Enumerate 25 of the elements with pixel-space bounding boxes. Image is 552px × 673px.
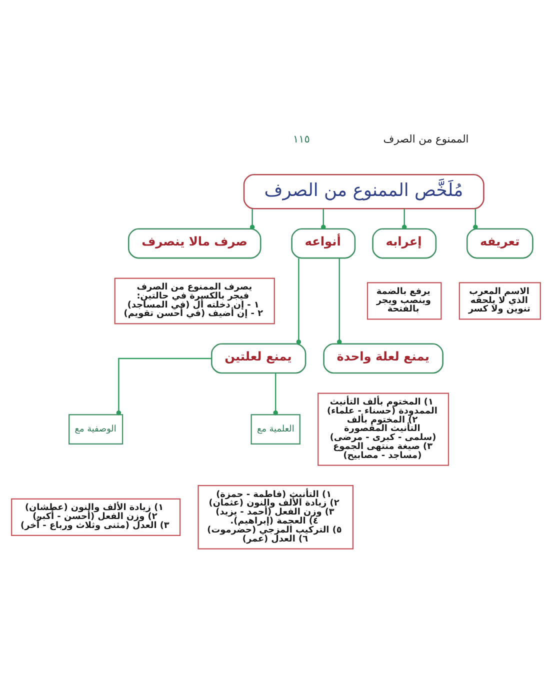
node-box: ١) المختوم بألف التأنيث الممدودة (حسناء - علماء) ٢) المختوم بألف التأنيث المقصورة (سلمى - كبرى - مرضى) ٣) صيغة منتهى الجموع (مساجد - مصابيح) xyxy=(318,392,450,466)
connector xyxy=(296,258,302,344)
connector xyxy=(116,357,212,415)
connector xyxy=(402,208,407,229)
node-box: مُلَخَّص الممنوع من الصرف xyxy=(243,173,484,209)
node-box: يصرف الممنوع من الصرف فيجر بالكسرة في حالتين: ١ - إن دخلته أل (في المساجد) ٢ - إن أضيف (في أحسن تقويم) xyxy=(114,277,275,324)
node-box: صرف مالا ينصرف xyxy=(128,228,262,258)
connector xyxy=(273,372,278,415)
connector xyxy=(473,208,478,229)
node-box: يمنع لعلة واحدة xyxy=(323,342,444,374)
node-box: الوصفية مع xyxy=(68,414,124,444)
node-box: ١) زيادة الألف والنون (عطشان) ٢) وزن الفعل (أحسن - أكبر) ٣) العدل (مثنى وثلاث ورباع - أُخر) xyxy=(11,498,181,536)
node-box: يرفع بالضمة وينصب ويجر بالفتحة xyxy=(366,282,442,320)
node-box: ١) التأنيث (فاطمة - حمزة) ٢) زيادة الألف والنون (عثمان) ٣) وزن الفعل (أحمد - يزيد) ٤) العجمة (إبراهيم). ٥) التركيب المزجي (حضرموت) ٦) العدل (عمر) xyxy=(198,484,354,549)
node-box: الاسم المعرب الذي لا يلحقه تنوين ولا كسر xyxy=(458,282,541,320)
connector xyxy=(336,258,342,344)
connector xyxy=(320,208,326,229)
connector xyxy=(250,208,255,229)
node-box: العلمية مع xyxy=(250,414,300,444)
node-box: يمنع لعلتين xyxy=(210,342,306,374)
label: الممنوع من الصرف xyxy=(383,133,469,146)
node-box: أنواعه xyxy=(291,228,356,258)
node-box: تعريفه xyxy=(466,228,534,258)
label: ١١٥ xyxy=(293,133,310,146)
node-box: إعرابه xyxy=(372,228,437,258)
